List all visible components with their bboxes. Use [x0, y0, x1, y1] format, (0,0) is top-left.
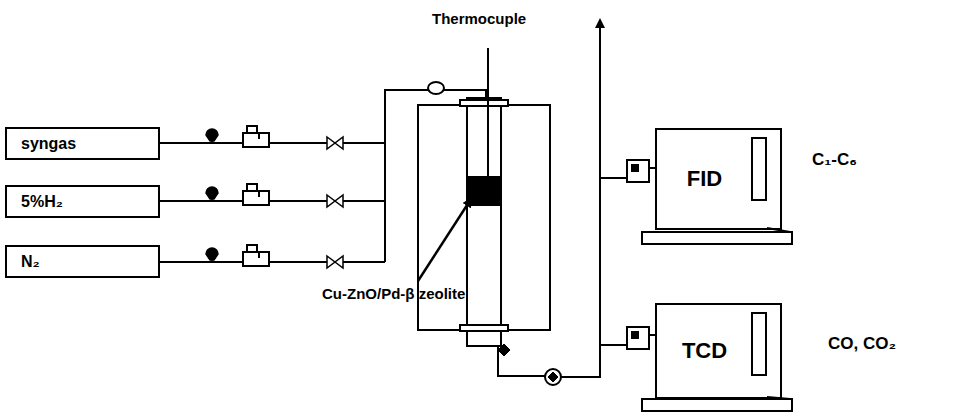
gas-name: N₂: [21, 253, 40, 271]
gas-cylinder-box: 5%H₂: [5, 185, 160, 218]
gas-cylinder-box: N₂: [5, 245, 160, 278]
annotation-label: Thermocuple: [432, 10, 526, 27]
gas-cylinder-box: syngas: [5, 127, 160, 160]
annotation-label: CO, CO₂: [828, 334, 896, 354]
detector-name: FID: [687, 166, 722, 192]
detector-name: TCD: [682, 338, 727, 364]
detector-screen: FID: [655, 128, 782, 230]
gas-name: syngas: [21, 135, 76, 153]
gas-name: 5%H₂: [21, 193, 63, 211]
annotation-label: C₁-C₆: [812, 150, 857, 170]
annotation-label: Cu-ZnO/Pd-β zeolite: [322, 285, 465, 302]
detector-screen: TCD: [655, 303, 782, 399]
